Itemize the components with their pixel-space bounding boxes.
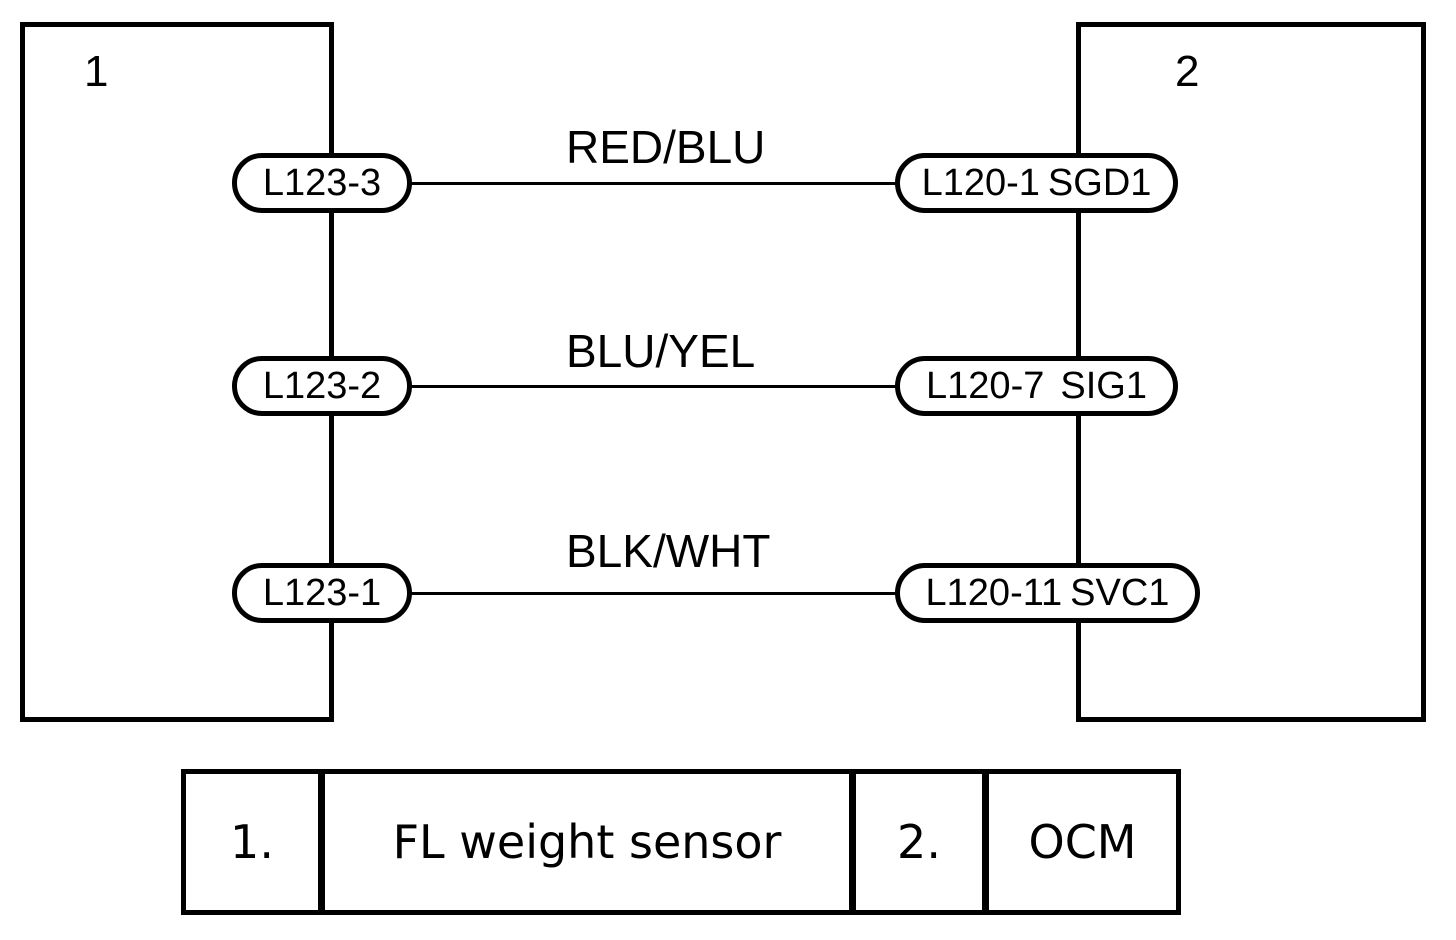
wire-1-color-label: RED/BLU [566, 121, 766, 173]
wire-1-to-pin-label: L120-1 [921, 161, 1040, 204]
component-2-number: 2 [1175, 47, 1200, 96]
wire-3-from-pin-label: L123-1 [262, 571, 382, 614]
wire-2-to-pin-label: L120-7 [926, 364, 1045, 407]
wire-3-from-pin: L123-1 [232, 563, 412, 623]
wire-3 [410, 592, 900, 595]
legend-1-number: 1. [230, 815, 274, 869]
component-1-number: 1 [84, 47, 109, 96]
wire-2-from-pin: L123-2 [232, 356, 412, 416]
wire-2-color-label: BLU/YEL [566, 325, 756, 377]
legend-2-number: 2. [849, 774, 982, 910]
wire-2 [410, 385, 900, 388]
wire-1-from-pin-label: L123-3 [262, 161, 382, 204]
wire-2-to-pin: L120-7 SIG1 [895, 356, 1178, 416]
wire-1 [410, 182, 900, 185]
wire-3-to-signal: SVC1 [1070, 571, 1170, 614]
wire-3-to-pin-label: L120-11 [925, 571, 1063, 614]
wire-1-to-signal: SGD1 [1047, 161, 1152, 204]
legend-2-name: OCM [982, 774, 1176, 910]
legend-1-name: FL weight sensor [318, 774, 849, 910]
wire-2-to-signal: SIG1 [1060, 364, 1147, 407]
wire-3-color-label: BLK/WHT [566, 525, 771, 577]
legend-table: 1. FL weight sensor 2. OCM [181, 769, 1181, 915]
wire-1-from-pin: L123-3 [232, 153, 412, 213]
wire-2-from-pin-label: L123-2 [262, 364, 382, 407]
